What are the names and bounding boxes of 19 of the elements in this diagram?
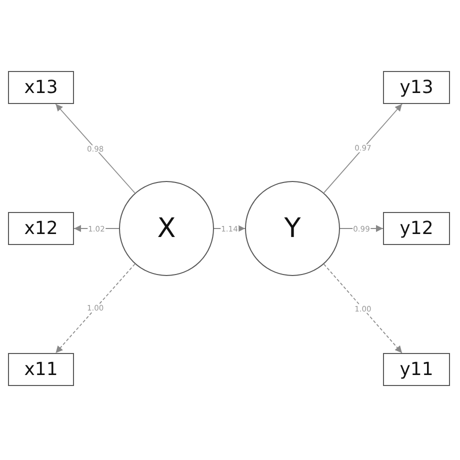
variable-label: x11 [24,360,58,378]
arrow [74,225,120,232]
variable-label: x12 [24,220,58,238]
observed-variable-box [383,353,450,386]
variable-label: y13 [400,78,434,96]
observed-variable-box [8,353,74,386]
observed-variable-box [383,71,450,104]
variable-label: Y [284,215,301,242]
arrow [323,104,402,194]
variable-label: y12 [400,220,434,238]
variable-label: X [157,215,176,242]
arrow [55,264,136,354]
observed-variable-box [8,71,74,104]
variable-label: y11 [400,360,434,378]
arrow [55,104,136,194]
observed-variable-box [8,212,74,245]
arrow [323,264,402,354]
observed-variable-box [383,212,450,245]
variable-label: x13 [24,78,58,96]
